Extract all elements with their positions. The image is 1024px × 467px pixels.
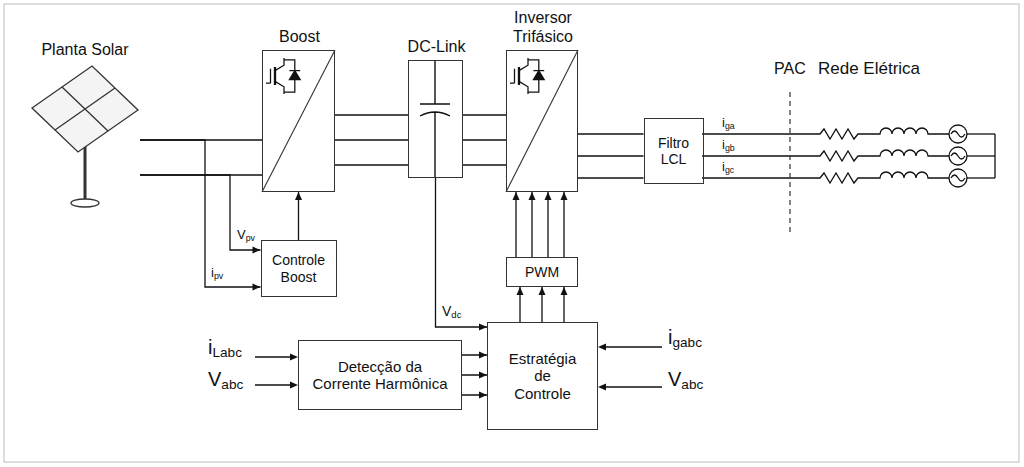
arrowhead bbox=[253, 284, 261, 291]
voltage-signal: Vabc bbox=[668, 368, 703, 390]
dc-link: DC-Link bbox=[408, 60, 463, 178]
arrowhead bbox=[517, 287, 568, 295]
inverter-switch-symbol bbox=[506, 50, 578, 192]
block-label: PWM bbox=[525, 264, 559, 280]
signal-connector bbox=[462, 352, 487, 399]
arrowhead bbox=[479, 352, 487, 399]
signal-connector bbox=[140, 140, 262, 175]
block-heading: Inversor Trifásico bbox=[495, 9, 591, 46]
solar-plant: Planta Solar bbox=[30, 62, 140, 217]
signal-connector bbox=[463, 115, 506, 165]
signal-connector bbox=[517, 287, 568, 322]
signal-label: Vpv bbox=[236, 228, 256, 242]
arrowhead bbox=[513, 192, 568, 200]
block-heading: Boost bbox=[255, 28, 345, 46]
dc-link-capacitor bbox=[420, 60, 450, 178]
current-signal: iga bbox=[722, 116, 735, 130]
signal-label: ipv bbox=[210, 266, 224, 280]
block-label: Estratégia de Controle bbox=[505, 350, 581, 402]
connector-line bbox=[578, 134, 644, 178]
lcl-filter: Filtro LCL bbox=[644, 118, 704, 184]
grid-label: Rede Elétrica bbox=[818, 60, 920, 79]
block-label: Filtro LCL bbox=[649, 135, 699, 167]
arrowhead bbox=[295, 192, 302, 200]
boost-switch-symbol bbox=[262, 50, 335, 192]
signal-connector bbox=[295, 192, 302, 240]
boost-converter: Boost bbox=[262, 50, 335, 192]
connector-line bbox=[335, 115, 408, 165]
frame bbox=[4, 4, 1019, 462]
signal-connector bbox=[140, 140, 261, 291]
arrowhead bbox=[479, 324, 487, 331]
connector-line bbox=[140, 140, 262, 175]
block-label: Controle Boost bbox=[266, 252, 332, 284]
block-heading: Planta Solar bbox=[15, 41, 155, 59]
harmonic-detection: Detecção da Corrente Harmônica bbox=[298, 340, 462, 410]
block-label: Detecção da Corrente Harmônica bbox=[310, 358, 450, 393]
pac-line bbox=[789, 92, 790, 232]
block-heading: DC-Link bbox=[392, 38, 482, 56]
boost-control: Controle Boost bbox=[261, 240, 337, 297]
signal-connector bbox=[513, 192, 568, 257]
grid-phases bbox=[702, 125, 995, 187]
connector-line bbox=[516, 192, 564, 257]
pwm-block: PWM bbox=[506, 257, 578, 287]
signal-connector bbox=[140, 175, 261, 254]
solar-panel-illustration bbox=[32, 66, 138, 207]
load-current-signal: iLabc bbox=[208, 336, 242, 358]
connector-line bbox=[140, 140, 261, 287]
three-phase-inverter: Inversor Trifásico bbox=[506, 50, 578, 192]
signal-connector bbox=[578, 134, 644, 178]
signal-connector bbox=[436, 178, 488, 331]
voltage-signal: Vabc bbox=[208, 368, 243, 390]
connector-line bbox=[140, 175, 261, 250]
signal-connector bbox=[335, 115, 408, 165]
connector-line bbox=[436, 178, 488, 327]
control-strategy: Estratégia de Controle bbox=[487, 322, 598, 430]
signal-label: Vdc bbox=[441, 304, 462, 319]
arrowhead bbox=[253, 247, 261, 254]
connector-line bbox=[463, 115, 506, 165]
pcc-label: PAC bbox=[774, 60, 806, 78]
grid-current-signal: igabc bbox=[668, 326, 702, 348]
current-signal: igb bbox=[722, 138, 735, 152]
current-signal: igc bbox=[722, 160, 734, 174]
